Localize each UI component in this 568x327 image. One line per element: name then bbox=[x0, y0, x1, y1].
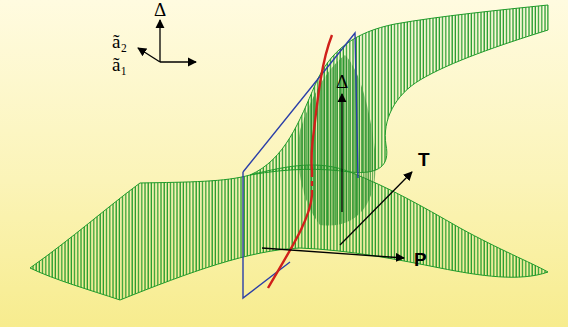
vector-arrow bbox=[340, 172, 412, 245]
axis-arrow bbox=[159, 20, 160, 62]
axis-arrow bbox=[160, 61, 196, 62]
vector-label: T bbox=[418, 150, 430, 169]
axis-label: ã₁ bbox=[112, 55, 127, 74]
axis-label: Δ bbox=[154, 0, 166, 19]
section-curve-hidden bbox=[311, 172, 313, 195]
surface-sheet bbox=[30, 165, 548, 300]
section-curve bbox=[311, 35, 332, 172]
cutting-plane bbox=[243, 33, 358, 298]
vector-label: Δ bbox=[336, 72, 348, 91]
section-curve bbox=[268, 195, 312, 288]
axis-label: ã₂ bbox=[112, 32, 127, 51]
vector-arrow bbox=[341, 94, 342, 212]
surface-shading bbox=[298, 55, 376, 226]
vector-label: P bbox=[414, 250, 427, 269]
vector-arrow bbox=[262, 248, 404, 258]
axis-arrow bbox=[138, 48, 160, 62]
surface-fold bbox=[250, 5, 548, 175]
